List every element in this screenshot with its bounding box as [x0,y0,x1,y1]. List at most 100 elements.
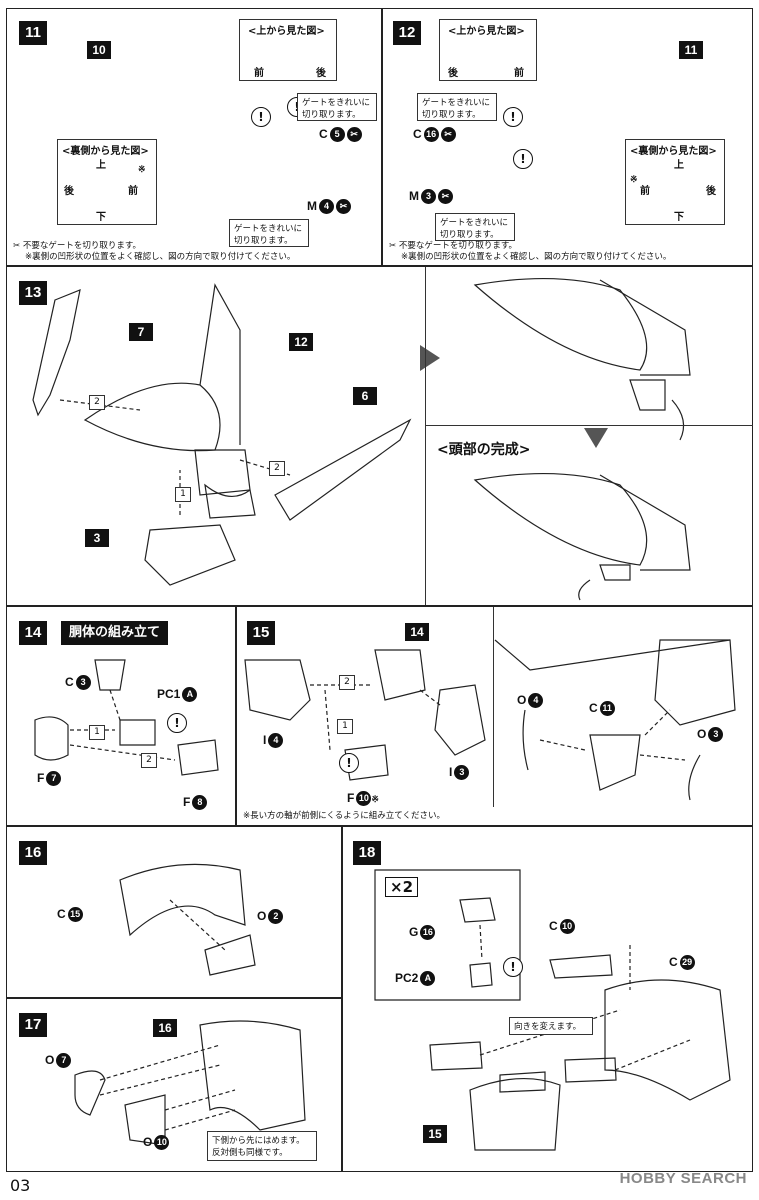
top-view-box: <上から見た図> 前 後 [239,19,337,81]
caution-icon: ! [167,713,187,733]
top-back-label: 後 [316,68,326,79]
footnote-orientation: ※裏側の凹形状の位置をよく確認し、図の方向で取り付けてください。 [25,252,296,262]
part-letter: O [517,693,527,707]
part-letter: C [669,955,678,969]
part-number: 10 [87,41,111,59]
page-number: 03 [10,1176,31,1195]
sub-divider [425,425,753,426]
part-index: 15 [67,907,83,923]
asterisk: ※ [371,794,379,804]
step-number: 16 [19,841,47,865]
part-letter: O [45,1053,55,1067]
footnote-axle: ※長い方の軸が前側にくるように組み立てください。 [243,811,446,821]
part-letter: M [409,189,419,203]
part-letter: G [409,925,419,939]
part-index: 3 [454,765,470,781]
gate-tool-icon: ✂ [440,127,456,143]
rear-front-label: 前 [640,186,650,197]
rear-down-label: 下 [96,212,106,223]
part-letter: F [37,771,45,785]
footnote-text: 不要なゲートを切り取ります。 [398,241,517,251]
part-letter: C [549,919,558,933]
footnote-gate: ✂ 不要なゲートを切り取ります。 [13,241,141,251]
top-front-label: 前 [254,68,264,79]
part-letter: O [697,727,707,741]
part-index: A [182,687,198,703]
caution-icon: ! [503,107,523,127]
rear-view-title: <裏側から見た図> [62,146,149,157]
step-12-panel: 12 11 <上から見た図> 後 前 ゲートをきれいに 切り取ります。 ! ! … [382,8,753,266]
footnote-text: 不要なゲートを切り取ります。 [22,241,141,251]
part-number-16: 16 [153,1019,177,1037]
part-index: 2 [268,909,284,925]
gate-note-box: ゲートをきれいに 切り取ります。 [435,213,515,241]
part-letter: C [57,907,66,921]
part-index: 4 [319,199,334,215]
part-number-12: 12 [289,333,313,351]
top-view-title: <上から見た図> [248,26,325,37]
sequence-2: 2 [89,395,105,410]
watermark: HOBBY SEARCH [619,1170,747,1187]
step-number: 15 [247,621,275,645]
part-letter: C [413,127,422,141]
part-letter: PC2 [395,971,419,985]
top-view-box: <上から見た図> 後 前 [439,19,537,81]
part-letter: O [257,909,267,923]
panel-divider [425,267,426,605]
sequence-1: 1 [337,719,353,734]
step-number: 17 [19,1013,47,1037]
part-index: 16 [423,127,439,143]
part-index: 11 [599,701,615,717]
asterisk: ※ [630,174,638,184]
part-number-14: 14 [405,623,429,641]
caution-icon: ! [503,957,523,977]
part-index: 7 [56,1053,72,1069]
gate-tool-icon: ✂ [336,199,351,215]
part-index: A [420,971,436,987]
step-11-panel: 11 10 <上から見た図> 前 後 ! ! ゲートをきれいに 切り取ります。 … [6,8,382,266]
sequence-2: 2 [339,675,355,690]
caution-icon: ! [513,149,533,169]
rear-up-label: 上 [96,160,106,171]
orientation-note: 向きを変えます。 [509,1017,593,1035]
part-index: 3 [708,727,724,743]
step-number: 14 [19,621,47,645]
caution-icon: ! [339,753,359,773]
part-letter: C [319,127,328,141]
sequence-1: 1 [175,487,191,502]
sequence-1: 1 [89,725,105,740]
top-back-label: 後 [448,68,458,79]
sequence-2: 2 [141,753,157,768]
part-index: 10 [559,919,575,935]
part-index: 7 [46,771,62,787]
step-number: 13 [19,281,47,305]
part-index: 10 [154,1135,170,1151]
sub-divider [493,607,494,807]
gate-note-box: ゲートをきれいに 切り取ります。 [417,93,497,121]
rear-view-box: <裏側から見た図> 上 前 後 下 ※ [625,139,725,225]
asterisk: ※ [138,164,146,174]
part-number-6: 6 [353,387,377,405]
part-index: 29 [679,955,695,971]
top-view-title: <上から見た図> [448,26,525,37]
rear-view-title: <裏側から見た図> [630,146,717,157]
top-front-label: 前 [514,68,524,79]
head-complete-title: <頭部の完成> [437,442,531,458]
